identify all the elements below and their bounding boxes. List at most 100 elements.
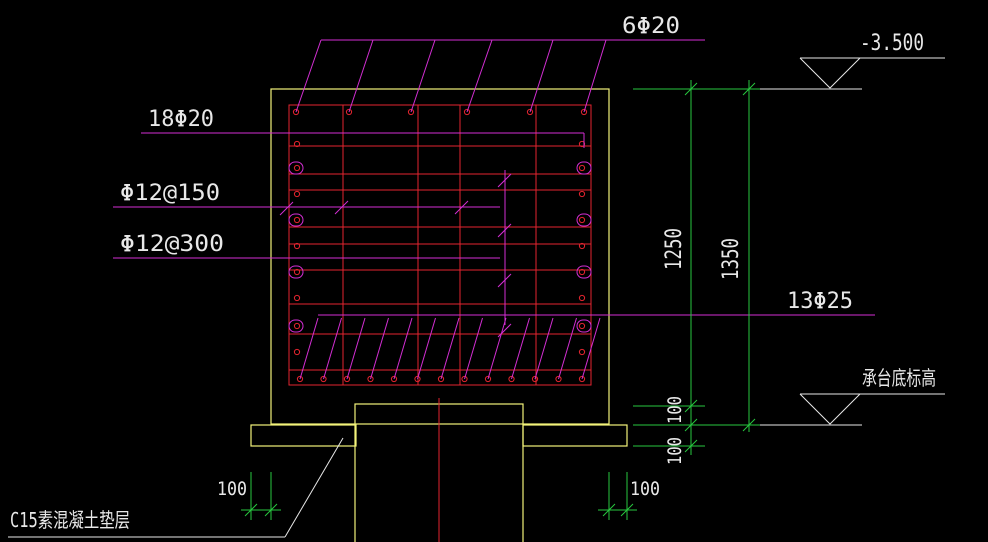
side-bar-dot [293, 164, 301, 172]
side-bar-dot [293, 348, 301, 356]
cushion-layer-left [250, 424, 357, 447]
top-elevation-label: -3.500 [860, 31, 924, 56]
cushion-layer-label: C15素混凝土垫层 [10, 508, 130, 532]
bottom-bar-dot [484, 375, 492, 383]
side-bar-dot [293, 242, 301, 250]
cushion-leader-slant [284, 437, 344, 538]
side-hook [576, 213, 592, 227]
dim-cover-100-label: 100 [664, 396, 686, 424]
bottom-bar-leader [393, 317, 413, 380]
dim-cushion-100-label: 100 [664, 437, 686, 465]
side-bar-dot [578, 216, 586, 224]
elevation-markers [8, 57, 945, 538]
side-bar-dot [578, 294, 586, 302]
top-bar-leader [466, 39, 493, 113]
side-bar-hooks [288, 161, 592, 333]
bottom-bars-label: 13Φ25 [787, 289, 853, 314]
bottom-bar-dot [296, 375, 304, 383]
bottom-bar-leader [370, 317, 389, 380]
top-bar-leader-slants [295, 39, 607, 113]
side-hook [576, 319, 592, 333]
side-bar-dot [293, 294, 301, 302]
top-bar-dot [292, 108, 300, 116]
pile-cap-outline [270, 88, 610, 425]
top-bar-leader [295, 39, 322, 113]
side-bar-dots [293, 140, 586, 356]
side-bar-dot [578, 190, 586, 198]
top-bar-dot [580, 108, 588, 116]
rebar-vertical-lines [342, 105, 537, 385]
bottom-bar-leader [581, 317, 601, 380]
bottom-bar-dot [367, 375, 374, 383]
bottom-bar-dots [296, 375, 586, 383]
top-bar-dot [345, 108, 353, 116]
top-bar-leader [583, 39, 607, 113]
rebar-cage-outline [288, 104, 592, 386]
bottom-bar-dot [414, 375, 421, 383]
bottom-bar-leader [534, 317, 554, 380]
bottom-bar-dot [437, 375, 445, 383]
bottom-bar-leader [417, 317, 436, 380]
side-bar-dot [293, 190, 301, 198]
dimensions [241, 80, 760, 520]
bottom-bar-dot [320, 375, 327, 383]
bottom-bar-leader [464, 317, 483, 380]
rebar-cage [288, 104, 592, 542]
bottom-bar-leader [299, 317, 319, 380]
stirrup-ticks [279, 173, 512, 338]
bottom-bar-leader [487, 317, 507, 380]
top-bar-leader [410, 39, 436, 113]
side-hook [288, 319, 304, 333]
top-bars-label: 6Φ20 [622, 14, 680, 39]
bottom-bar-leader [323, 317, 342, 380]
top-bar-dot [526, 108, 534, 116]
leader-lines [113, 39, 875, 380]
dim-1350-label: 1350 [719, 238, 744, 280]
rebar-horizontal-lines [289, 145, 591, 371]
stirrup-300-label: Φ12@300 [120, 232, 224, 257]
bottom-bar-dot [461, 375, 468, 383]
side-bar-dot [578, 242, 586, 250]
bottom-elevation-triangle [799, 393, 861, 425]
dim-left-100-label: 100 [217, 478, 247, 500]
side-bar-dot [293, 268, 301, 276]
top-bar-dots [292, 108, 588, 116]
side-bar-dot [293, 216, 301, 224]
bottom-bar-leader [558, 317, 577, 380]
bottom-bar-leader [346, 317, 366, 380]
bottom-bar-leader-slants [299, 317, 601, 380]
text-labels: 6Φ20 18Φ20 Φ12@150 Φ12@300 13Φ25 -3.500 … [10, 14, 936, 532]
bottom-bar-dot [578, 375, 586, 383]
bottom-bar-dot [343, 375, 351, 383]
top-bar-leader [348, 39, 374, 113]
bottom-bar-dot [531, 375, 539, 383]
side-hook [576, 161, 592, 175]
side-hook [288, 161, 304, 175]
side-bar-dot [293, 140, 301, 148]
side-bar-dot [578, 268, 586, 276]
stirrup-150-label: Φ12@150 [120, 181, 220, 206]
top-bar-leader [529, 39, 554, 113]
side-bar-dot [578, 140, 586, 148]
side-hook [576, 265, 592, 279]
side-bar-dot [578, 322, 586, 330]
side-bar-dot [293, 322, 301, 330]
top-bar-dot [463, 108, 471, 116]
side-hook [288, 213, 304, 227]
bottom-bar-dot [555, 375, 562, 383]
bottom-bar-dot [390, 375, 398, 383]
bottom-elevation-label: 承台底标高 [862, 366, 936, 390]
top-elevation-triangle [799, 57, 861, 89]
bottom-bar-leader [511, 317, 530, 380]
dim-right-100-label: 100 [630, 478, 660, 500]
side-hook [288, 265, 304, 279]
bottom-bar-dot [508, 375, 515, 383]
side-bar-dot [578, 164, 586, 172]
side-bar-dot [578, 348, 586, 356]
bottom-bar-leader [440, 317, 460, 380]
top-bar-dot [407, 108, 415, 116]
side-bars-label: 18Φ20 [148, 107, 214, 132]
dim-1250-label: 1250 [662, 228, 687, 270]
